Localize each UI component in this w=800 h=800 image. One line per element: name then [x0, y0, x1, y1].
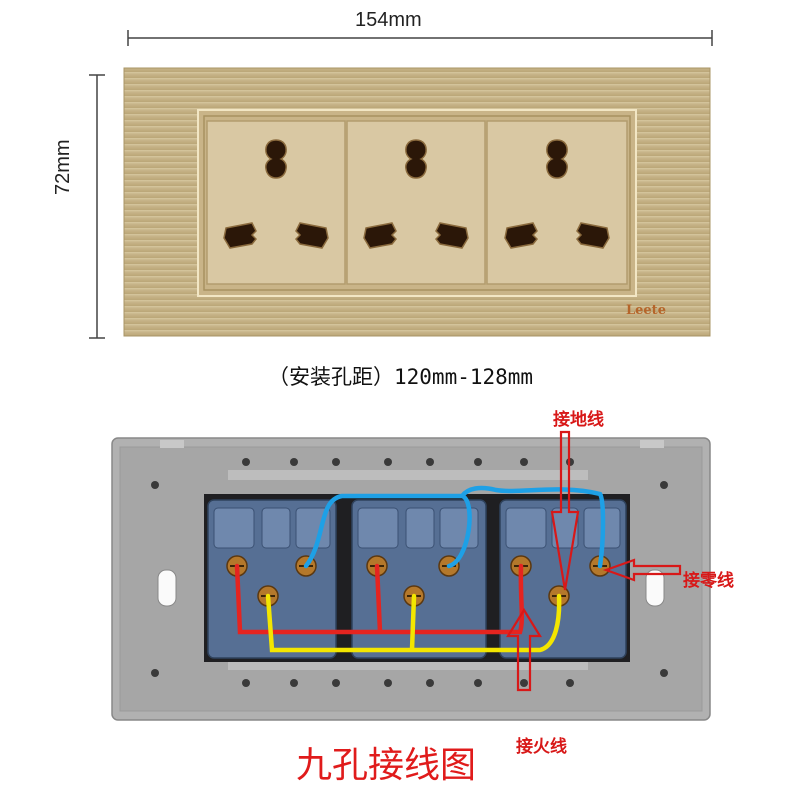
mounting-hole-spacing: （安装孔距）120mm-128mm — [268, 365, 534, 389]
width-label: 154mm — [355, 9, 422, 31]
brand-logo: Leete — [626, 303, 666, 318]
live-wire-label: 接火线 — [516, 737, 567, 757]
ground-wire-label: 接地线 — [553, 410, 604, 430]
neutral-wire-label: 接零线 — [683, 571, 734, 591]
diagram-caption: 九孔接线图 — [296, 745, 477, 786]
